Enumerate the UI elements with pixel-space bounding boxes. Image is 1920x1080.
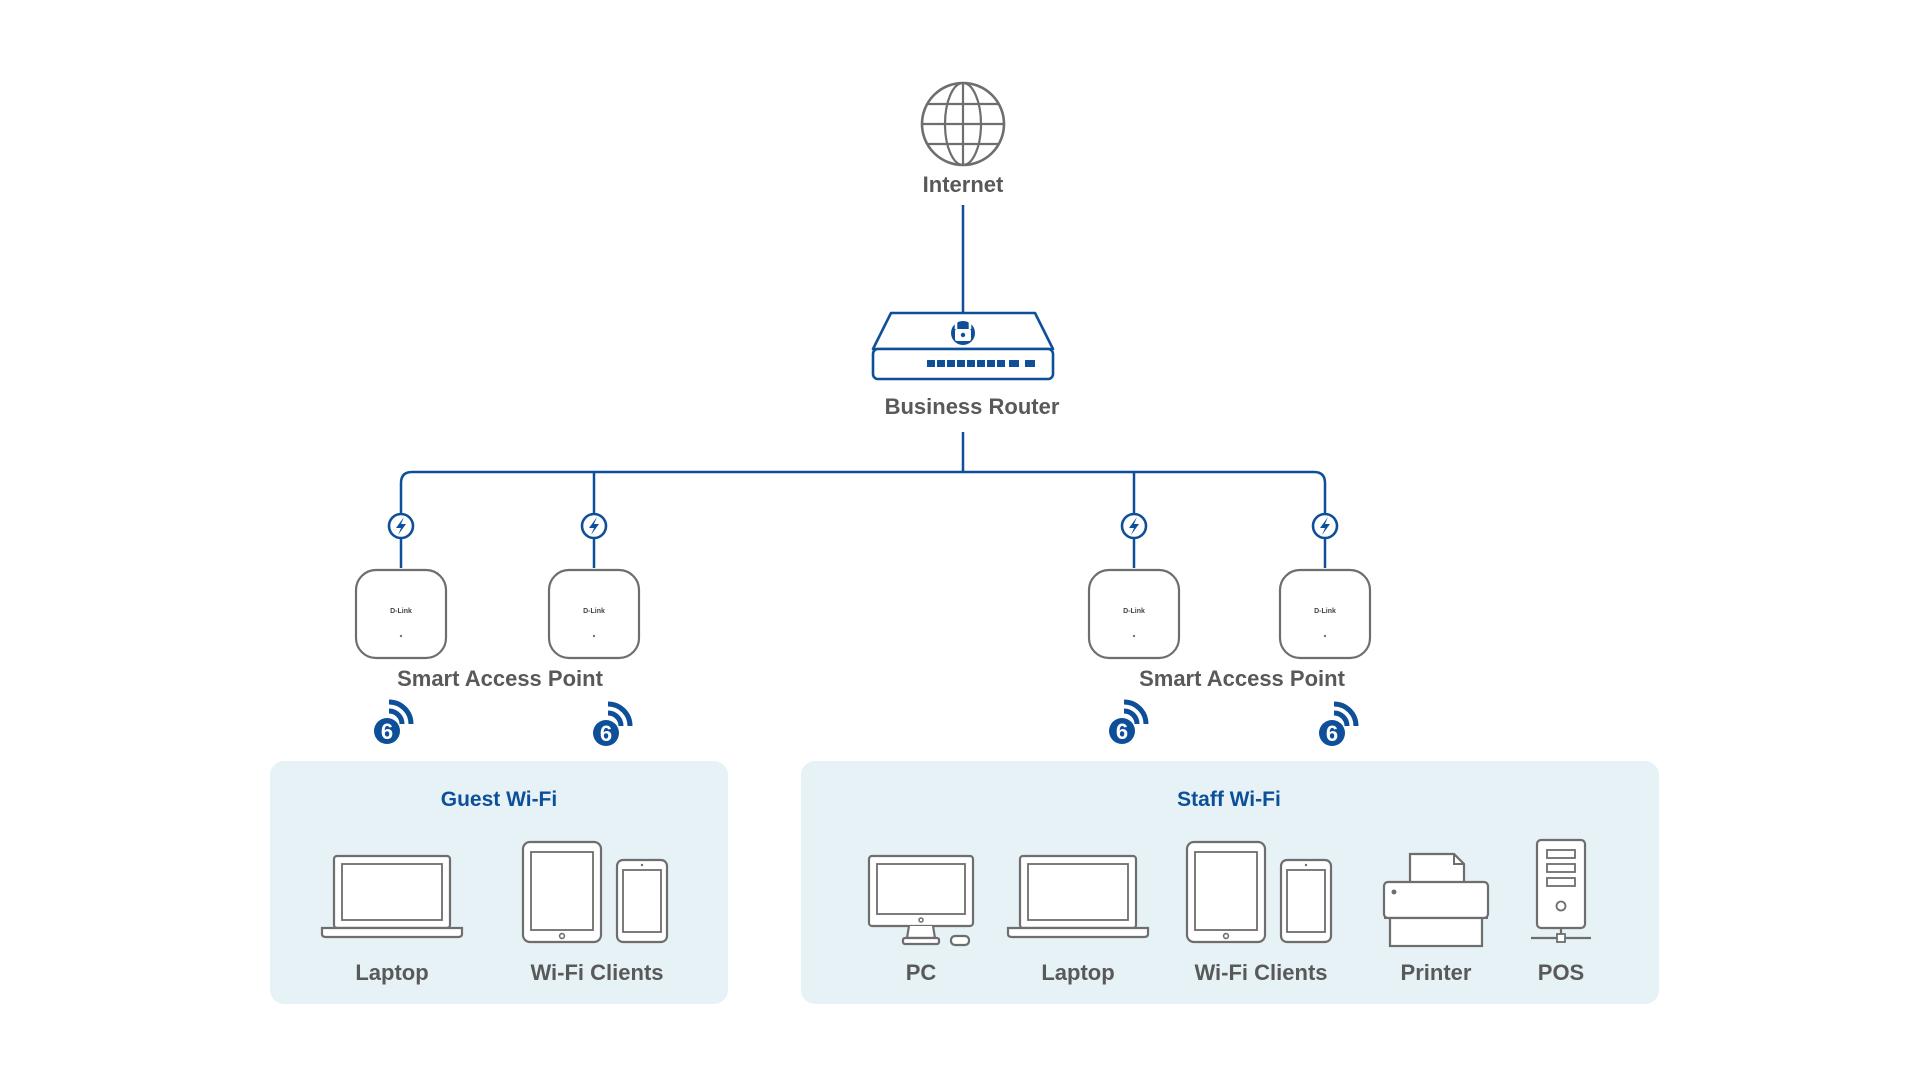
poe-lightning-icon [1311,512,1339,540]
guest-device-label: Wi-Fi Clients [530,960,663,985]
wifi-6-icon [1109,702,1146,744]
staff-device-label: PC [906,960,937,985]
poe-lightning-icon [1120,512,1148,540]
guest-wifi-zone: Guest Wi-Fi Laptop Wi-Fi Clients [270,761,728,1004]
wifi-6-icon [374,702,411,744]
guest-zone-background [270,761,728,1004]
access-point-icon [354,568,448,660]
wifi-6-icon [1319,704,1356,746]
poe-lightning-icon [387,512,415,540]
router-lock-icon [871,311,1055,381]
access-point-icon [1278,568,1372,660]
guest-device-label: Laptop [355,960,428,985]
internet-label: Internet [923,172,1004,197]
staff-device-label: Printer [1401,960,1472,985]
staff-zone-title: Staff Wi-Fi [1177,788,1281,811]
laptop-icon [320,854,464,939]
poe-lightning-icon [580,512,608,540]
laptop-icon [1006,854,1150,939]
staff-device-label: Wi-Fi Clients [1194,960,1327,985]
access-point-icon [1087,568,1181,660]
distribution-bus [399,470,1327,518]
router-label: Business Router [885,394,1060,419]
wifi-6-icon [593,704,630,746]
staff-wifi-zone: Staff Wi-Fi PC Laptop Wi-Fi Clients Prin… [801,761,1659,1004]
ap-group-label-guest: Smart Access Point [397,666,603,691]
guest-zone-title: Guest Wi-Fi [441,788,557,811]
staff-device-label: POS [1538,960,1584,985]
globe-icon [920,81,1006,167]
staff-device-label: Laptop [1041,960,1114,985]
pos-icon [1529,838,1593,944]
network-links [399,205,1327,568]
ap-group-label-staff: Smart Access Point [1139,666,1345,691]
access-point-icon [547,568,641,660]
